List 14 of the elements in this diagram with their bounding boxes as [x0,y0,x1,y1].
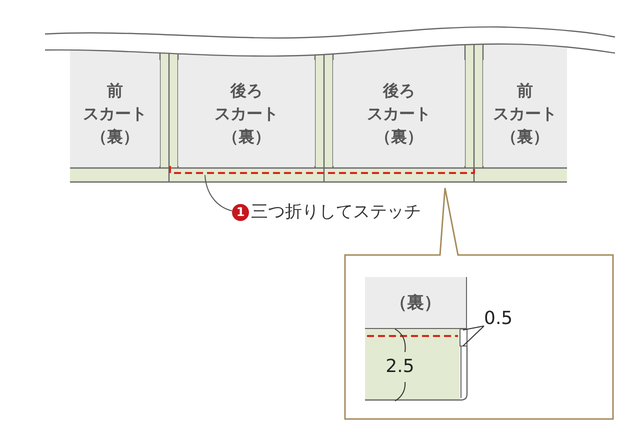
callout-text: 三つ折りしてステッチ [251,201,421,223]
stitch-line [168,164,476,175]
fabric-region [365,277,467,329]
skirt-panel [333,60,465,166]
region-label: （裏） [390,292,441,314]
panel-label: 後ろスカート（裏） [214,80,278,148]
skirt-panel [178,60,315,166]
dimension-label: 0.5 [484,308,513,330]
panel-label: 前スカート（裏） [83,80,147,148]
leader-line [204,174,232,212]
panel-label: 後ろスカート（裏） [367,80,431,148]
callout-number: 1 [232,204,249,220]
dimension-label: 2.5 [384,356,416,378]
panel-label: 前スカート（裏） [493,80,557,148]
